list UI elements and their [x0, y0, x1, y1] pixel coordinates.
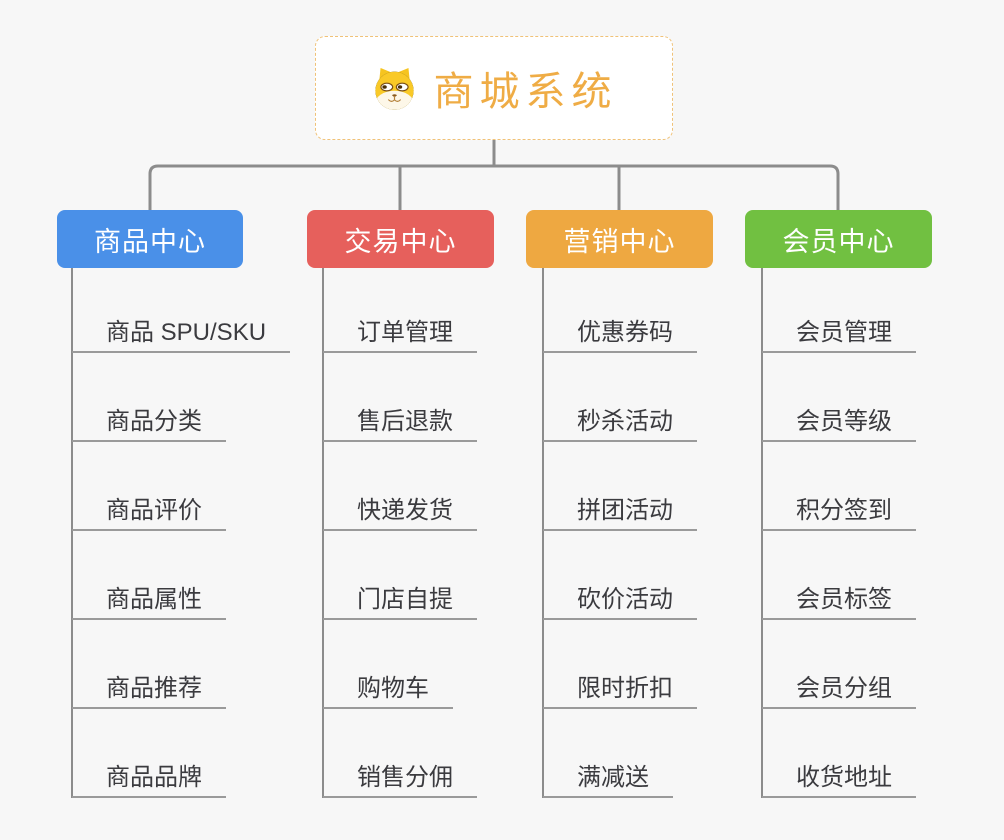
leaf-node[interactable]: 商品推荐 [72, 620, 226, 709]
dog-face-icon [374, 67, 414, 110]
leaf-node[interactable]: 门店自提 [323, 531, 477, 620]
branch-node-marketing-center[interactable]: 营销中心 [526, 210, 713, 268]
leaf-label: 商品属性 [106, 586, 202, 613]
branch-node-product-center[interactable]: 商品中心 [57, 210, 243, 268]
branch-node-trade-center[interactable]: 交易中心 [307, 210, 494, 268]
leaf-node[interactable]: 会员标签 [762, 531, 916, 620]
branch-label: 交易中心 [344, 226, 457, 257]
leaf-label: 商品 SPU/SKU [106, 319, 267, 346]
leaf-node[interactable]: 优惠券码 [543, 268, 697, 353]
leaf-label: 秒杀活动 [577, 408, 673, 435]
leaf-label: 商品评价 [106, 497, 202, 524]
leaf-node[interactable]: 砍价活动 [543, 531, 697, 620]
leaf-node[interactable]: 商品分类 [72, 353, 226, 442]
leaf-node[interactable]: 订单管理 [323, 268, 477, 353]
leaf-label: 拼团活动 [577, 497, 673, 524]
leaf-node[interactable]: 商品 SPU/SKU [72, 268, 291, 353]
leaf-label: 限时折扣 [577, 675, 673, 702]
leaf-node[interactable]: 购物车 [323, 620, 453, 709]
leaf-label: 商品推荐 [106, 675, 202, 702]
root-node[interactable]: 商城系统 [315, 36, 673, 140]
branch-items-marketing-center: 优惠券码 秒杀活动 拼团活动 砍价活动 限时折扣 满减送 [543, 268, 697, 798]
leaf-label: 商品品牌 [106, 764, 202, 791]
leaf-node[interactable]: 售后退款 [323, 353, 477, 442]
leaf-label: 订单管理 [357, 319, 453, 346]
leaf-node[interactable]: 快递发货 [323, 442, 477, 531]
leaf-node[interactable]: 收货地址 [762, 709, 916, 798]
branch-label: 营销中心 [563, 226, 676, 257]
leaf-label: 快递发货 [357, 497, 453, 524]
leaf-node[interactable]: 限时折扣 [543, 620, 697, 709]
leaf-node[interactable]: 秒杀活动 [543, 353, 697, 442]
leaf-label: 销售分佣 [357, 764, 453, 791]
leaf-label: 优惠券码 [577, 319, 673, 346]
leaf-node[interactable]: 满减送 [543, 709, 673, 798]
leaf-label: 满减送 [577, 764, 649, 791]
root-title: 商城系统 [433, 70, 618, 114]
leaf-node[interactable]: 会员管理 [762, 268, 916, 353]
leaf-node[interactable]: 商品评价 [72, 442, 226, 531]
leaf-node[interactable]: 商品属性 [72, 531, 226, 620]
leaf-node[interactable]: 商品品牌 [72, 709, 226, 798]
leaf-label: 商品分类 [106, 408, 202, 435]
branch-node-member-center[interactable]: 会员中心 [745, 210, 932, 268]
branch-items-trade-center: 订单管理 售后退款 快递发货 门店自提 购物车 销售分佣 [323, 268, 477, 798]
branch-label: 商品中心 [94, 226, 206, 257]
leaf-label: 收货地址 [796, 764, 892, 791]
branch-items-product-center: 商品 SPU/SKU 商品分类 商品评价 商品属性 商品推荐 商品品牌 [72, 268, 291, 798]
leaf-node[interactable]: 积分签到 [762, 442, 916, 531]
leaf-node[interactable]: 会员分组 [762, 620, 916, 709]
leaf-label: 购物车 [357, 675, 429, 702]
leaf-label: 会员分组 [796, 675, 892, 702]
leaf-label: 砍价活动 [577, 586, 673, 613]
leaf-node[interactable]: 拼团活动 [543, 442, 697, 531]
leaf-label: 门店自提 [357, 586, 453, 613]
leaf-label: 会员标签 [796, 586, 892, 613]
branch-items-member-center: 会员管理 会员等级 积分签到 会员标签 会员分组 收货地址 [762, 268, 916, 798]
branch-label: 会员中心 [782, 226, 895, 257]
leaf-label: 积分签到 [796, 497, 892, 524]
leaf-label: 售后退款 [357, 408, 453, 435]
leaf-label: 会员管理 [796, 319, 892, 346]
leaf-node[interactable]: 销售分佣 [323, 709, 477, 798]
leaf-node[interactable]: 会员等级 [762, 353, 916, 442]
leaf-label: 会员等级 [796, 408, 892, 435]
